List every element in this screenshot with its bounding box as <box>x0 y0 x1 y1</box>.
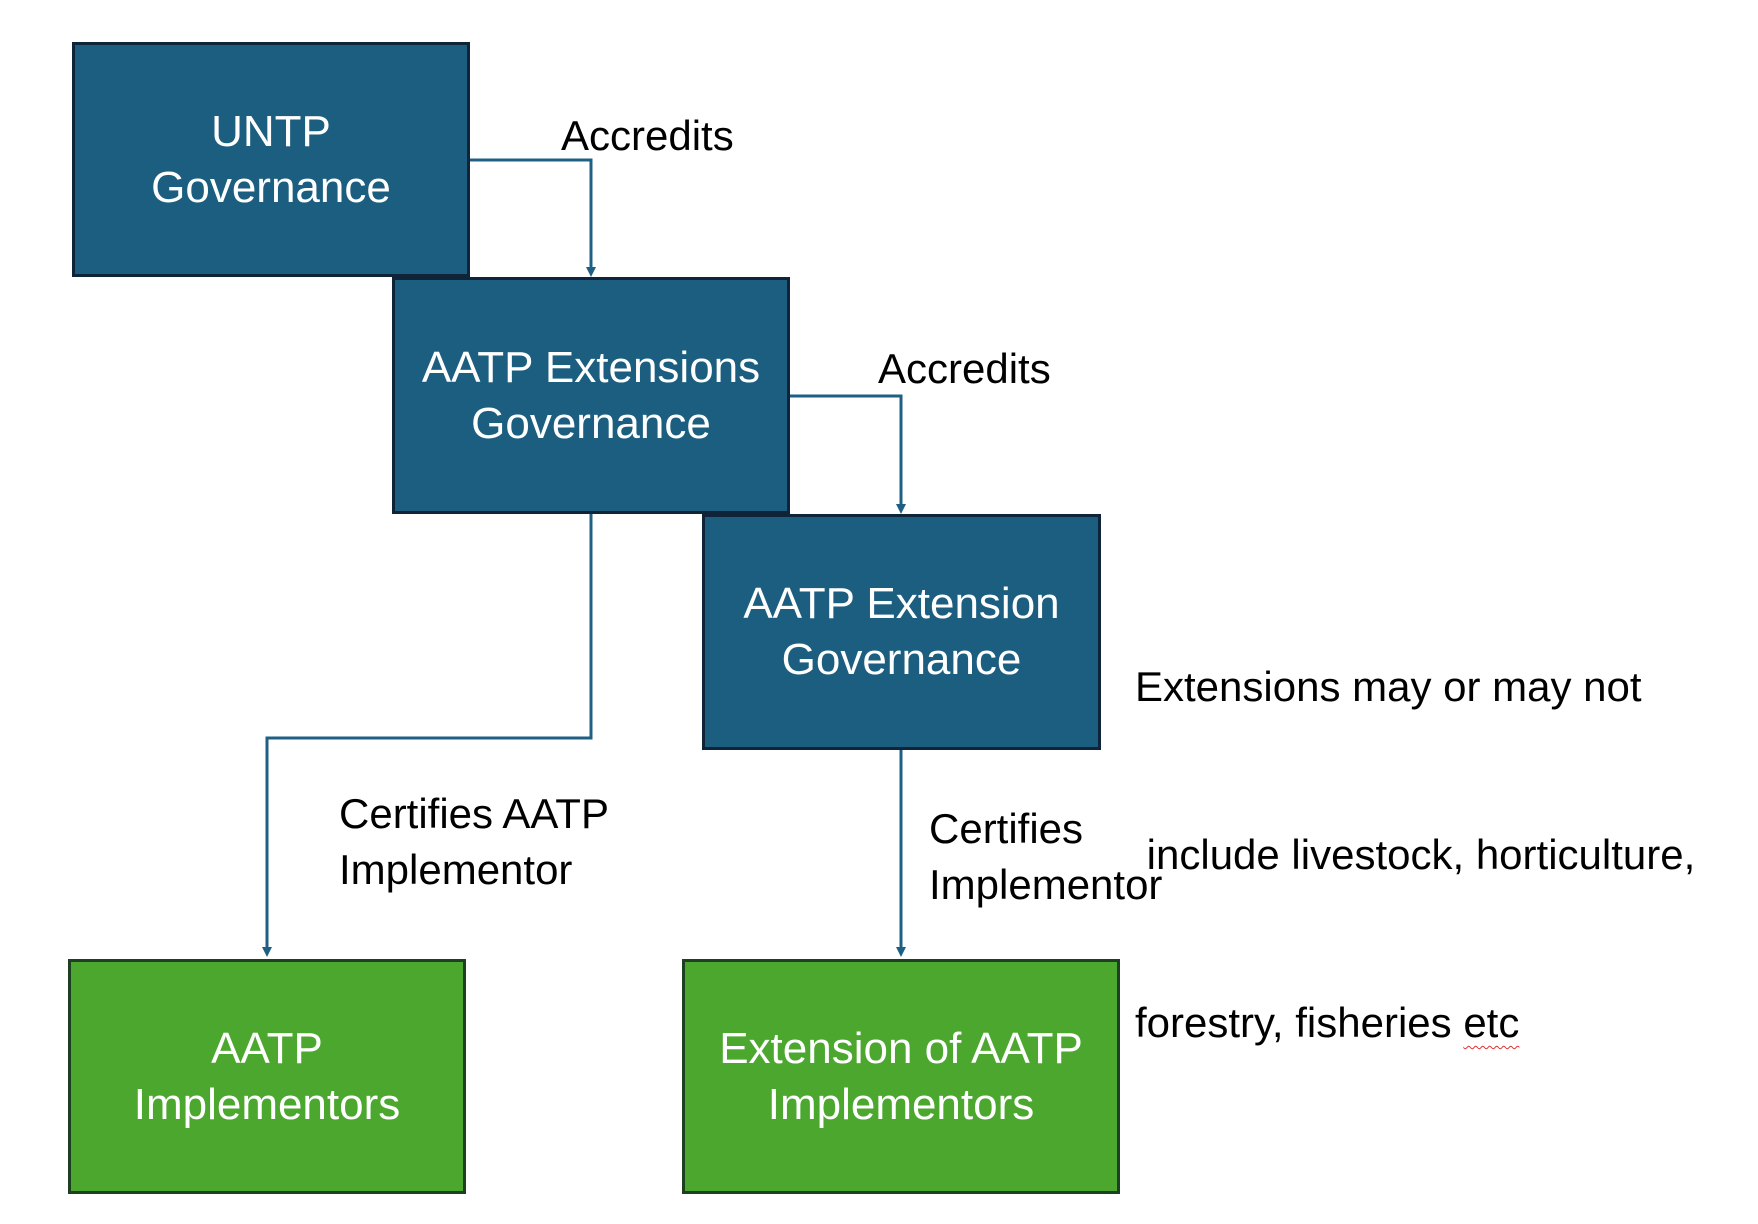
extension-implementors-label: Extension of AATP Implementors <box>719 1023 1083 1129</box>
aatp-extensions-governance-box: AATP Extensions Governance <box>392 277 790 514</box>
extensions-note-line-2: include livestock, horticulture, <box>1135 831 1696 878</box>
untp-governance-label: UNTP Governance <box>151 106 391 212</box>
aatp-extension-governance-box: AATP Extension Governance <box>702 514 1101 750</box>
spellcheck-flagged-word: etc <box>1463 999 1520 1046</box>
certifies-implementor-label: Certifies Implementor <box>929 805 1163 908</box>
extensions-note: Extensions may or may not include livest… <box>1135 547 1695 1163</box>
aatp-extension-governance-label: AATP Extension Governance <box>743 579 1060 684</box>
aatp-extensions-governance-label: AATP Extensions Governance <box>421 342 761 448</box>
aatp-implementors-label: AATP Implementors <box>133 1023 401 1129</box>
extensions-note-line-3: forestry, fisheries etc <box>1135 995 1695 1051</box>
accredits-label-2: Accredits <box>878 345 1051 392</box>
accredits-label-1: Accredits <box>561 112 734 159</box>
accredits-connector-1 <box>470 158 596 277</box>
untp-governance-box: UNTP Governance <box>72 42 470 277</box>
certifies-aatp-connector <box>262 514 593 957</box>
accredits-connector-2 <box>790 394 906 514</box>
extensions-note-line-1: Extensions may or may not <box>1135 663 1642 710</box>
extension-implementors-box: Extension of AATP Implementors <box>682 959 1120 1194</box>
extensions-note-line-3-text: forestry, fisheries <box>1135 999 1464 1046</box>
aatp-implementors-box: AATP Implementors <box>68 959 466 1194</box>
certifies-aatp-implementor-label: Certifies AATP Implementor <box>339 790 609 893</box>
